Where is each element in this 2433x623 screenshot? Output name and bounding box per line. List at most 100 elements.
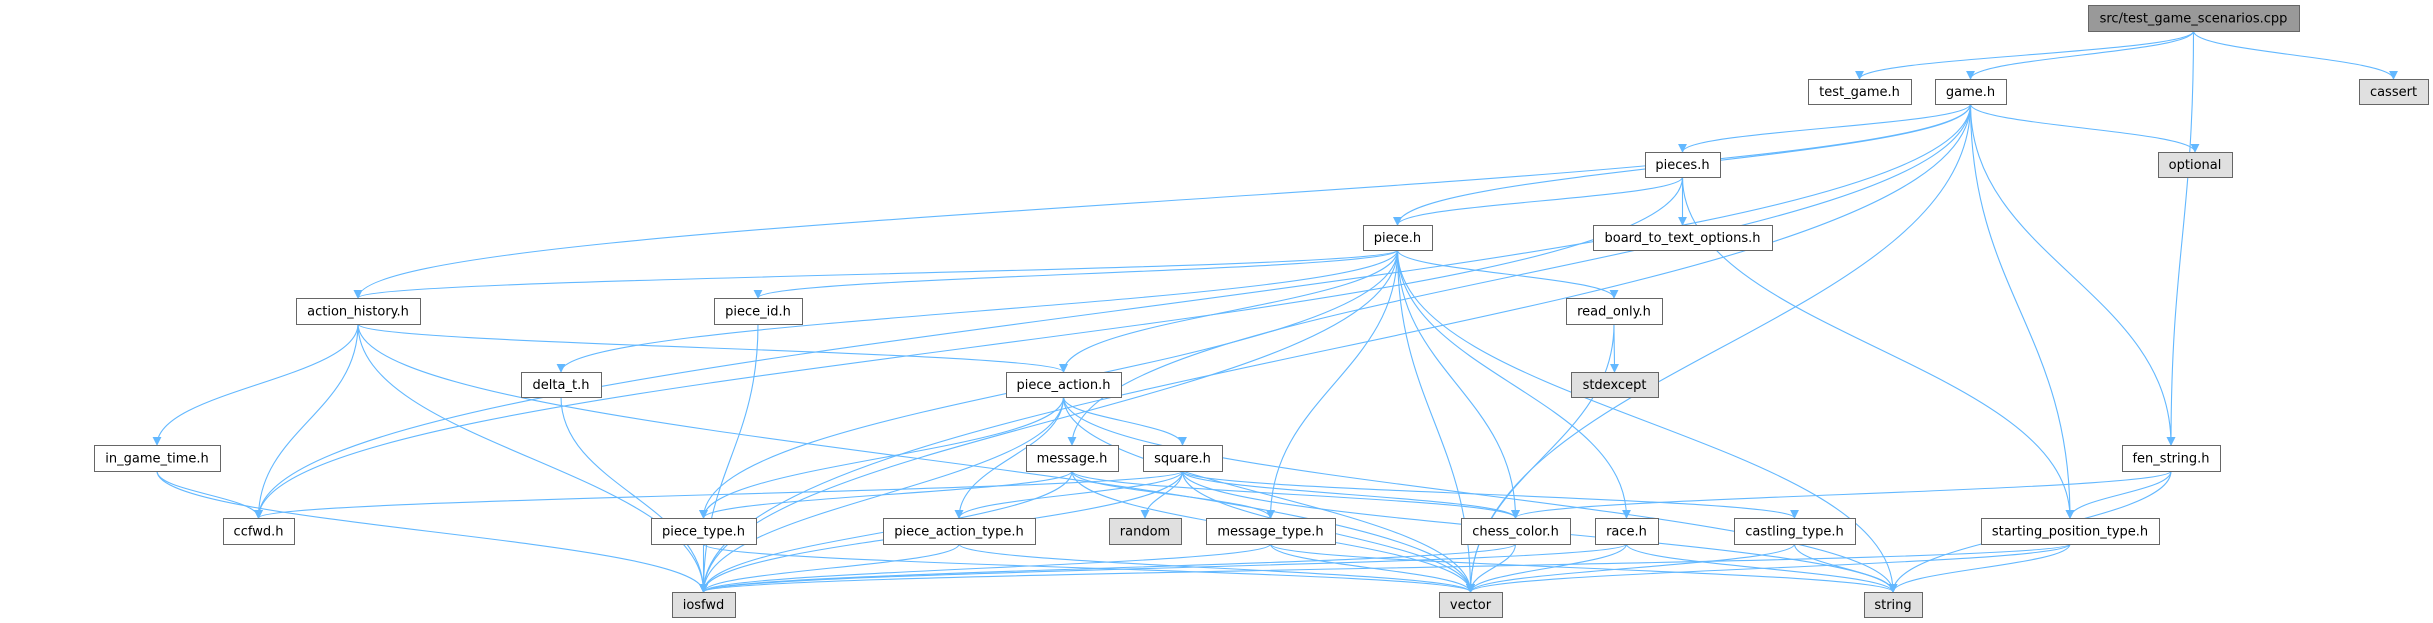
node-box [1109, 518, 1182, 545]
node-box [1734, 518, 1856, 545]
node-label: optional [2169, 158, 2222, 173]
edge-piece_action-to-piece_action_type [954, 396, 1065, 519]
edge-message_type-to-string [1269, 543, 1898, 593]
node-box [1571, 372, 1659, 398]
node-optional[interactable]: optional [2158, 152, 2233, 178]
node-label: random [1120, 525, 1170, 540]
edge-root-to-game [1966, 30, 2195, 80]
edge-starting_position_type-to-string [1888, 543, 2071, 593]
node-label: message.h [1037, 452, 1108, 467]
edge-piece_type-to-vector [702, 543, 1475, 593]
node-box [1593, 225, 1773, 251]
node-message[interactable]: message.h [1026, 445, 1119, 472]
node-box [1439, 592, 1503, 618]
edges-layer [152, 30, 2398, 593]
node-read-only[interactable]: read_only.h [1566, 298, 1663, 325]
node-label: cassert [2370, 85, 2417, 100]
node-random[interactable]: random [1109, 518, 1182, 545]
node-in-game-time[interactable]: in_game_time.h [94, 445, 221, 472]
node-action-history[interactable]: action_history.h [296, 298, 421, 325]
node-test-game[interactable]: test_game.h [1808, 79, 1912, 105]
node-label: piece.h [1374, 231, 1421, 246]
node-message-type[interactable]: message_type.h [1206, 518, 1336, 545]
node-box [1363, 225, 1433, 251]
edge-delta_t-to-iosfwd [560, 396, 708, 593]
node-label: action_history.h [307, 305, 409, 320]
node-piece-type[interactable]: piece_type.h [651, 518, 757, 545]
edge-square-to-castling_type [1181, 470, 1799, 519]
edge-game-to-action_history [353, 103, 1972, 299]
node-square[interactable]: square.h [1143, 445, 1223, 472]
edge-piece_action-to-square [1062, 396, 1187, 446]
edge-chess_color-to-iosfwd [699, 543, 1517, 593]
node-label: test_game.h [1819, 85, 1900, 100]
edge-action_history-to-in_game_time [152, 323, 359, 446]
node-label: castling_type.h [1745, 525, 1844, 540]
node-pieces[interactable]: pieces.h [1645, 152, 1721, 178]
edge-message-to-piece_type [699, 470, 1073, 519]
edge-starting_position_type-to-vector [1466, 543, 2071, 593]
node-piece[interactable]: piece.h [1363, 225, 1433, 251]
node-cassert[interactable]: cassert [2359, 79, 2429, 105]
node-label: piece_action_type.h [894, 525, 1023, 540]
node-box [296, 298, 421, 325]
node-label: pieces.h [1655, 158, 1709, 173]
node-label: race.h [1606, 525, 1647, 540]
edge-square-to-chess_color [1181, 470, 1520, 519]
node-box [521, 372, 602, 398]
node-box [94, 445, 221, 472]
node-box [1935, 79, 2007, 105]
node-vector[interactable]: vector [1439, 592, 1503, 618]
node-iosfwd[interactable]: iosfwd [672, 592, 736, 618]
node-label: ccfwd.h [234, 525, 284, 540]
node-string[interactable]: string [1864, 592, 1923, 618]
node-fen-string[interactable]: fen_string.h [2122, 445, 2221, 472]
edge-piece_action_type-to-iosfwd [699, 543, 960, 593]
node-piece-action-type[interactable]: piece_action_type.h [883, 518, 1036, 545]
edge-race-to-iosfwd [699, 543, 1628, 593]
node-label: in_game_time.h [105, 452, 208, 467]
node-label: vector [1450, 598, 1492, 613]
edge-message-to-message_type [1071, 470, 1275, 519]
node-piece-action[interactable]: piece_action.h [1006, 372, 1122, 398]
edge-game-to-starting_position_type [1969, 103, 2075, 519]
nodes-layer: src/test_game_scenarios.cpp test_game.h ga… [94, 5, 2429, 618]
node-stdexcept[interactable]: stdexcept [1571, 372, 1659, 398]
edge-piece-to-delta_t [556, 249, 1399, 373]
edge-starting_position_type-to-iosfwd [699, 543, 2071, 593]
edge-root-to-test_game [1855, 30, 2195, 80]
node-box [1026, 445, 1119, 472]
node-delta-t[interactable]: delta_t.h [521, 372, 602, 398]
node-label: game.h [1946, 85, 1995, 100]
node-board-to-text-options[interactable]: board_to_text_options.h [1593, 225, 1773, 251]
node-box [714, 298, 803, 325]
node-chess-color[interactable]: chess_color.h [1461, 518, 1571, 545]
node-game[interactable]: game.h [1935, 79, 2007, 105]
edge-fen_string-to-starting_position_type [2065, 470, 2172, 519]
node-ccfwd[interactable]: ccfwd.h [223, 518, 295, 545]
node-race[interactable]: race.h [1595, 518, 1659, 545]
edge-game-to-pieces [1678, 103, 1972, 153]
node-label: piece_action.h [1017, 378, 1111, 393]
edge-root-to-fen_string [2166, 30, 2195, 446]
node-box [2122, 445, 2221, 472]
node-box [883, 518, 1036, 545]
edge-square-to-ccfwd [254, 470, 1184, 519]
node-box [1864, 592, 1923, 618]
edge-race-to-vector [1466, 543, 1628, 593]
edge-pieces-to-piece [1393, 176, 1684, 226]
node-label: stdexcept [1583, 378, 1647, 393]
edge-action_history-to-piece_action [357, 323, 1068, 373]
edge-piece-to-action_history [353, 249, 1399, 299]
node-box [1143, 445, 1223, 472]
node-box [1006, 372, 1122, 398]
node-box [1206, 518, 1336, 545]
node-box [1808, 79, 1912, 105]
node-label: piece_id.h [725, 305, 791, 320]
node-piece-id[interactable]: piece_id.h [714, 298, 803, 325]
edge-castling_type-to-vector [1466, 543, 1796, 593]
node-starting-position-type[interactable]: starting_position_type.h [1981, 518, 2160, 545]
node-castling-type[interactable]: castling_type.h [1734, 518, 1856, 545]
node-box [223, 518, 295, 545]
node-root[interactable]: src/test_game_scenarios.cpp [2088, 5, 2300, 32]
